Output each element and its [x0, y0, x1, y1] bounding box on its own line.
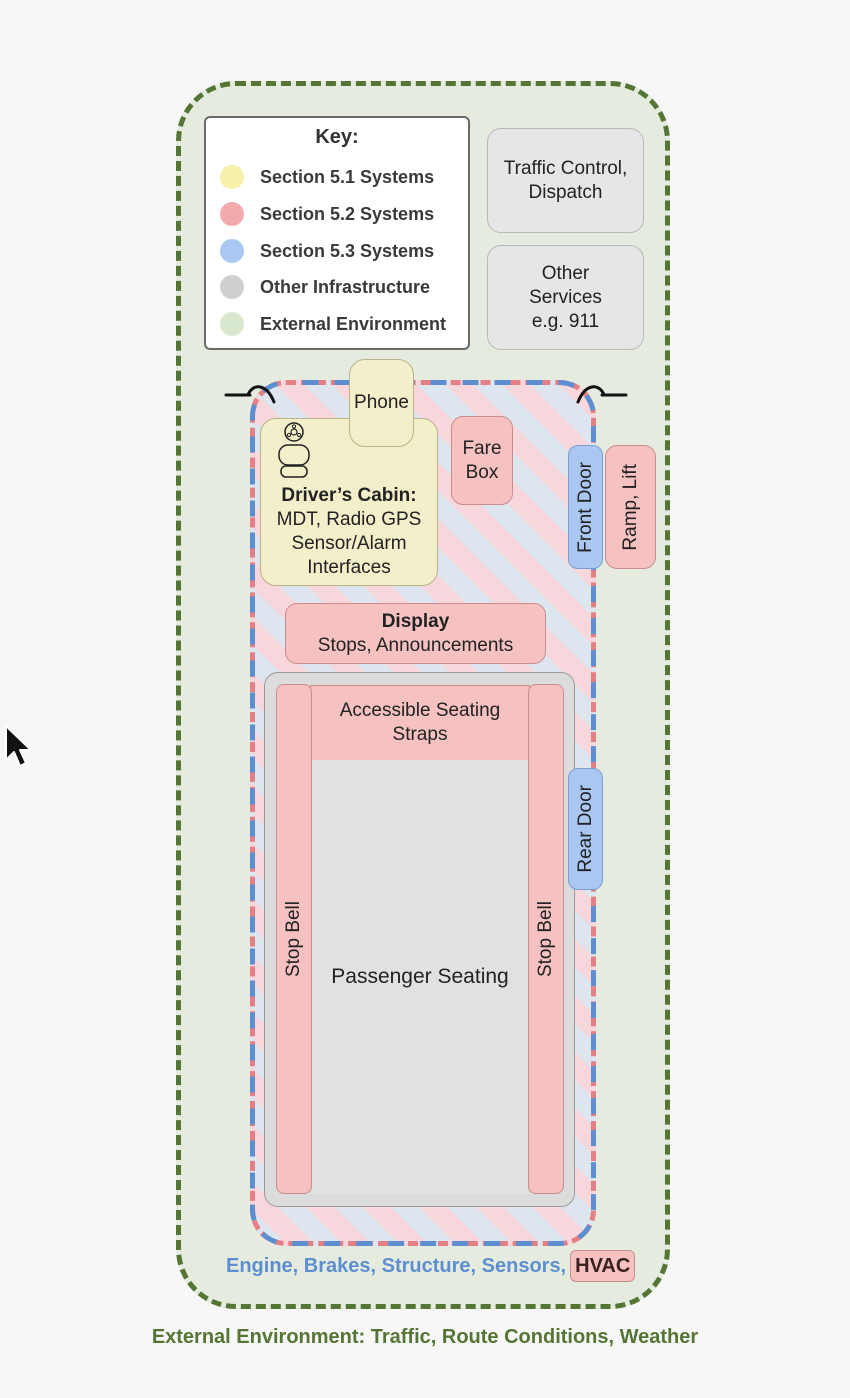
vehicle-systems-caption: Engine, Brakes, Structure, Sensors, HVAC	[226, 1250, 636, 1282]
front-door: Front Door	[568, 445, 603, 569]
stop-bell-left: Stop Bell	[276, 684, 312, 1194]
traffic-control-line: Traffic Control,	[503, 157, 628, 179]
stop-bell-left-label: Stop Bell	[283, 900, 304, 978]
accessible-seating-line-1: Accessible Seating	[339, 700, 501, 721]
legend-label: External Environment	[260, 313, 447, 334]
other-services-box: Other Services e.g. 911	[487, 245, 644, 350]
drivers-cabin-text: Driver’s Cabin: MDT, Radio GPS Sensor/Al…	[262, 484, 436, 580]
legend-item-external-environment: External Environment	[220, 311, 446, 337]
legend-label: Section 5.2 Systems	[260, 203, 435, 224]
right-mirror-icon	[576, 385, 628, 404]
stop-bell-right-label: Stop Bell	[535, 900, 556, 978]
driver-seat-steering-icon	[278, 422, 310, 478]
legend-label: Other Infrastructure	[260, 276, 431, 297]
rear-door: Rear Door	[568, 768, 603, 890]
drivers-cabin-line-3: Interfaces	[307, 557, 391, 578]
external-environment-caption: External Environment: Traffic, Route Con…	[151, 1326, 699, 1348]
legend-item-5-1: Section 5.1 Systems	[220, 164, 434, 190]
vehicle-systems-text: Engine, Brakes, Structure, Sensors,	[226, 1254, 567, 1277]
phone-label: Phone	[354, 392, 409, 413]
passenger-seating-area: Passenger Seating	[312, 760, 528, 1194]
hvac-label: HVAC	[570, 1250, 636, 1282]
stop-bell-right: Stop Bell	[528, 684, 564, 1194]
legend-item-other-infrastructure: Other Infrastructure	[220, 274, 430, 300]
fare-box: Fare Box	[451, 416, 513, 505]
other-services-line-1: Other	[541, 262, 590, 284]
legend-item-5-2: Section 5.2 Systems	[220, 201, 434, 227]
traffic-control-dispatch-box: Traffic Control, Dispatch	[487, 128, 644, 233]
fare-box-line-1: Fare	[462, 437, 502, 459]
display-title: Display	[381, 610, 450, 632]
legend-swatch-blue	[220, 239, 244, 263]
passenger-seating-label: Passenger Seating	[331, 965, 509, 988]
rear-door-label: Rear Door	[574, 785, 596, 873]
drivers-cabin-line-1: MDT, Radio GPS	[276, 509, 422, 530]
dispatch-line: Dispatch	[528, 181, 603, 203]
mouse-cursor-icon	[5, 725, 32, 767]
phone-box: Phone	[349, 359, 414, 447]
legend-title: Key:	[315, 126, 359, 148]
accessible-seating-line-2: Straps	[392, 724, 448, 745]
ramp-lift-label: Ramp, Lift	[619, 463, 641, 551]
other-services-line-2: Services	[529, 286, 602, 308]
fare-box-line-2: Box	[465, 461, 499, 483]
legend-label: Section 5.1 Systems	[260, 166, 435, 187]
left-mirror-icon	[224, 385, 276, 404]
front-door-label: Front Door	[574, 461, 596, 553]
drivers-cabin-line-2: Sensor/Alarm	[291, 533, 407, 554]
legend-swatch-green	[220, 312, 244, 336]
legend-swatch-pink	[220, 202, 244, 226]
legend: Key: Section 5.1 Systems Section 5.2 Sys…	[204, 116, 470, 350]
drivers-cabin-title: Driver’s Cabin:	[281, 485, 417, 506]
legend-label: Section 5.3 Systems	[260, 240, 435, 261]
ramp-lift-box: Ramp, Lift	[605, 445, 656, 569]
legend-swatch-yellow	[220, 165, 244, 189]
display-box: Display Stops, Announcements	[285, 603, 546, 664]
display-subtitle: Stops, Announcements	[317, 634, 514, 656]
legend-swatch-grey	[220, 275, 244, 299]
other-services-line-3: e.g. 911	[531, 310, 600, 332]
accessible-seating-box: Accessible Seating Straps	[310, 685, 530, 761]
legend-item-5-3: Section 5.3 Systems	[220, 238, 434, 264]
